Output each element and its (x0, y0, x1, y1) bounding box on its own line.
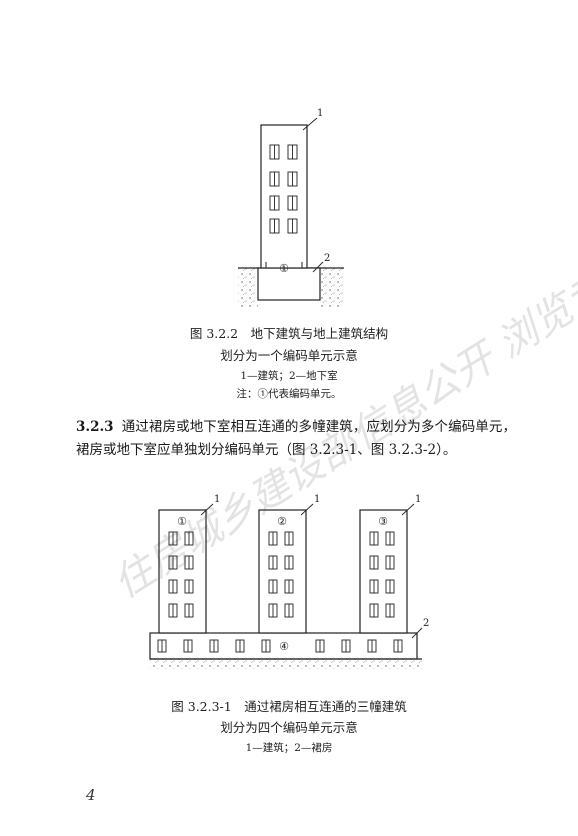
figure-3-2-3-1-caption: 图 3.2.3-1 通过裙房相互连通的三幢建筑 (171, 699, 407, 714)
unit-mark-3: ③ (378, 515, 388, 528)
figure-3-2-2: ① 1 2 (238, 108, 344, 308)
building-1 (158, 509, 207, 634)
building-3 (359, 509, 408, 634)
basement (257, 267, 321, 301)
callout-podium: 2 (423, 618, 429, 629)
page-number: 4 (86, 786, 96, 804)
building-2 (258, 509, 307, 634)
figure-3-2-3-1-legend: 1—建筑；2—裙房 (245, 742, 333, 754)
figure-3-2-2-caption-line2: 划分为一个编码单元示意 (220, 348, 358, 363)
figure-3-2-2-caption: 图 3.2.2 地下建筑与地上建筑结构 (189, 326, 389, 341)
callout-building: 1 (317, 108, 323, 119)
callout-building-1: 1 (214, 494, 220, 505)
soil-strip (150, 659, 422, 669)
building-windows (269, 144, 298, 234)
callout-leader-basement (312, 261, 324, 273)
soil-right (320, 268, 344, 308)
unit-mark-2: ② (277, 515, 287, 528)
clause-text: 通过裙房或地下室相互连通的多幢建筑，应划分为多个编码单元，裙房或地下室应单独划分… (76, 419, 516, 458)
soil-left (238, 268, 258, 308)
clause-number: 3.2.3 (76, 419, 114, 435)
podium (149, 632, 418, 660)
figure-3-2-3-1-caption-line2: 划分为四个编码单元示意 (220, 720, 358, 735)
figure-3-2-2-legend: 1—建筑；2—地下室 (240, 370, 338, 382)
callout-building-2: 1 (314, 494, 320, 505)
figure-3-2-2-note: 注：①代表编码单元。 (236, 388, 342, 400)
unit-mark-4: ④ (279, 640, 289, 653)
unit-mark-1: ① (177, 515, 187, 528)
unit-mark: ① (279, 262, 289, 275)
callout-basement: 2 (324, 253, 330, 264)
callout-building-3: 1 (415, 494, 421, 505)
building (260, 124, 308, 269)
figure-3-2-3-1: ① ② ③ ④ 1 1 1 2 (149, 494, 429, 669)
callout-leader-building (302, 117, 318, 131)
